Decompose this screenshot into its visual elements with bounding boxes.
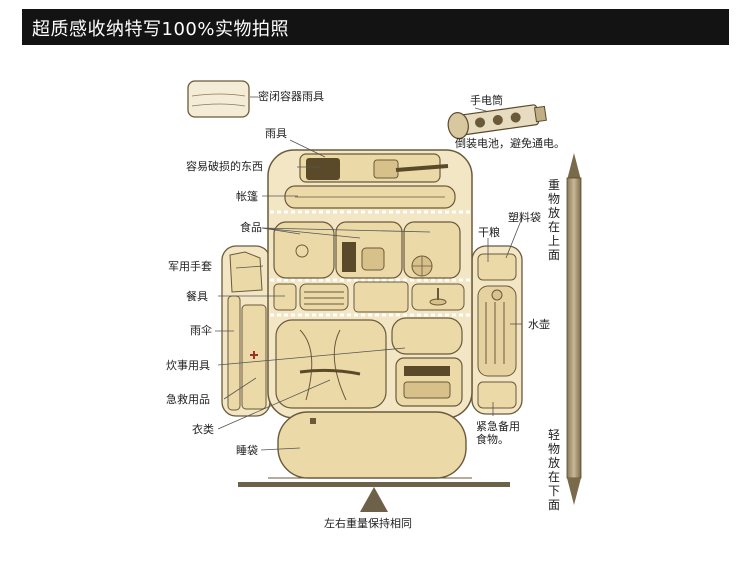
label-balance: 左右重量保持相同 — [324, 517, 412, 530]
right-side-pocket — [471, 245, 523, 415]
leader-lines — [215, 96, 523, 451]
label-umbrella: 雨伞 — [190, 324, 212, 337]
cooking-gear-illustration — [391, 317, 463, 407]
tent-illustration — [284, 185, 456, 209]
label-first-aid: 急救用品 — [166, 393, 210, 406]
label-sleeping-bag: 睡袋 — [236, 444, 258, 457]
label-tent: 帐篷 — [236, 190, 258, 203]
label-battery-note: 倒装电池，避免通电。 — [455, 137, 565, 150]
label-heavy-on-top: 重物放在上面 — [547, 178, 560, 262]
sealed-container-illustration — [187, 80, 250, 118]
label-sealed-container: 密闭容器雨具 — [258, 90, 324, 103]
label-water-bottle: 水壶 — [528, 318, 550, 331]
tableware-illustration — [273, 281, 465, 313]
label-cooking: 炊事用具 — [166, 359, 210, 372]
label-clothes: 衣类 — [192, 423, 214, 436]
label-emergency-food: 紧急备用 食物。 — [476, 420, 520, 446]
flashlight-illustration — [447, 104, 547, 140]
header-banner: 超质感收纳特写100%实物拍照 — [22, 9, 729, 45]
left-side-pocket — [221, 245, 271, 417]
label-plastic-bag: 塑料袋 — [508, 211, 541, 224]
label-gloves: 军用手套 — [168, 260, 212, 273]
label-fragile: 容易破损的东西 — [186, 160, 263, 173]
label-flashlight: 手电筒 — [470, 94, 503, 107]
weight-arrow — [566, 153, 582, 505]
label-light-on-bottom: 轻物放在下面 — [547, 428, 560, 512]
label-rain-gear: 雨具 — [265, 127, 287, 140]
fragile-items-illustration — [299, 153, 449, 183]
label-dry-food: 干粮 — [478, 226, 500, 239]
header-title: 超质感收纳特写100%实物拍照 — [32, 19, 289, 40]
food-illustration — [273, 221, 461, 279]
sleeping-bag-illustration — [277, 411, 467, 479]
label-food: 食品 — [240, 221, 262, 234]
clothes-illustration — [275, 319, 387, 409]
label-tableware: 餐具 — [186, 290, 208, 303]
balance-beam — [238, 482, 510, 512]
